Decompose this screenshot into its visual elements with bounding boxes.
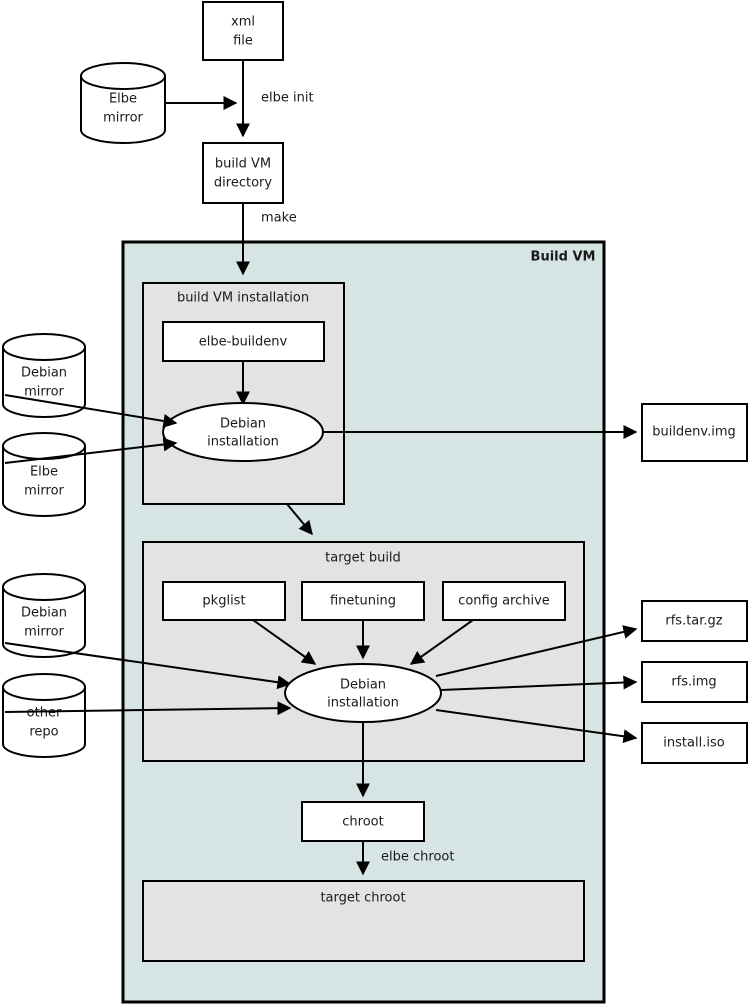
build-vm-label: Build VM [531, 250, 596, 265]
debian-installation-vm-node[interactable]: Debian installation [162, 402, 324, 462]
elbe-mirror-mid-label-line1: Elbe [30, 465, 58, 480]
target-chroot-group: target chroot [142, 880, 585, 962]
other-repo-cylinder[interactable]: other repo [2, 673, 86, 758]
edge-target-install-to-install-iso [435, 709, 638, 744]
debian-mirror-lower-label-line1: Debian [21, 606, 67, 621]
debian-mirror-upper-label-line1: Debian [21, 366, 67, 381]
buildenv-img-label: buildenv.img [652, 425, 736, 440]
xml-file-label-line2: file [233, 34, 253, 49]
debian-installation-vm-label-line2: installation [207, 435, 279, 450]
finetuning-node[interactable]: finetuning [301, 581, 425, 621]
chroot-node[interactable]: chroot [301, 801, 425, 842]
xml-file-node[interactable]: xml file [202, 1, 284, 61]
edge-debian-mirror-lower-to-target-install [4, 642, 292, 690]
xml-file-label-line1: xml [231, 15, 255, 30]
elbe-mirror-top-cylinder[interactable]: Elbe mirror [80, 62, 166, 144]
debian-mirror-lower-label-line2: mirror [24, 625, 64, 640]
debian-installation-target-label-line2: installation [327, 696, 399, 711]
finetuning-label: finetuning [330, 594, 396, 609]
target-chroot-label: target chroot [320, 891, 405, 906]
edge-label-elbe-chroot: elbe chroot [381, 850, 454, 865]
rfs-img-node[interactable]: rfs.img [641, 661, 748, 703]
rfs-targz-label: rfs.tar.gz [665, 614, 722, 629]
elbe-mirror-top-label-line2: mirror [103, 111, 143, 126]
edge-label-elbe-init: elbe init [261, 91, 314, 106]
pkglist-label: pkglist [202, 594, 245, 609]
debian-installation-target-node[interactable]: Debian installation [284, 663, 442, 723]
other-repo-label-line1: other [27, 706, 62, 721]
config-archive-node[interactable]: config archive [442, 581, 566, 621]
build-vm-directory-label-line2: directory [214, 176, 272, 191]
edge-other-repo-to-target-install [4, 701, 292, 716]
debian-mirror-upper-cylinder[interactable]: Debian mirror [2, 333, 86, 418]
install-iso-label: install.iso [663, 736, 724, 751]
chroot-label: chroot [342, 815, 383, 830]
edge-vm-installation-to-target-build [286, 503, 313, 536]
buildenv-img-node[interactable]: buildenv.img [641, 403, 748, 462]
other-repo-label-line2: repo [29, 725, 58, 740]
edge-target-install-to-rfs-img [440, 675, 638, 691]
elbe-buildenv-node[interactable]: elbe-buildenv [162, 321, 325, 362]
edge-target-install-to-rfs-targz [435, 625, 638, 677]
debian-mirror-upper-label-line2: mirror [24, 385, 64, 400]
rfs-img-label: rfs.img [671, 675, 716, 690]
edge-elbe-mirror-mid-to-vm-install [4, 437, 178, 464]
elbe-mirror-mid-cylinder[interactable]: Elbe mirror [2, 432, 86, 517]
edge-debian-mirror-upper-to-vm-install [4, 394, 178, 428]
rfs-targz-node[interactable]: rfs.tar.gz [641, 600, 748, 642]
target-build-label: target build [325, 551, 401, 566]
debian-installation-target-label-line1: Debian [340, 678, 386, 693]
build-vm-directory-node[interactable]: build VM directory [202, 142, 284, 204]
pkglist-node[interactable]: pkglist [162, 581, 286, 621]
elbe-buildenv-label: elbe-buildenv [199, 335, 288, 350]
build-vm-directory-label-line1: build VM [215, 157, 271, 172]
elbe-mirror-mid-label-line2: mirror [24, 484, 64, 499]
elbe-mirror-top-label-line1: Elbe [109, 92, 137, 107]
edge-pkglist-to-target-install [252, 619, 317, 665]
debian-installation-vm-label-line1: Debian [220, 417, 266, 432]
build-vm-installation-label: build VM installation [177, 291, 309, 306]
install-iso-node[interactable]: install.iso [641, 722, 748, 764]
edge-config-archive-to-target-install [409, 619, 474, 665]
build-vm-installation-group: build VM installation [142, 282, 345, 505]
config-archive-label: config archive [458, 594, 550, 609]
debian-mirror-lower-cylinder[interactable]: Debian mirror [2, 573, 86, 658]
edge-label-make: make [261, 211, 297, 226]
